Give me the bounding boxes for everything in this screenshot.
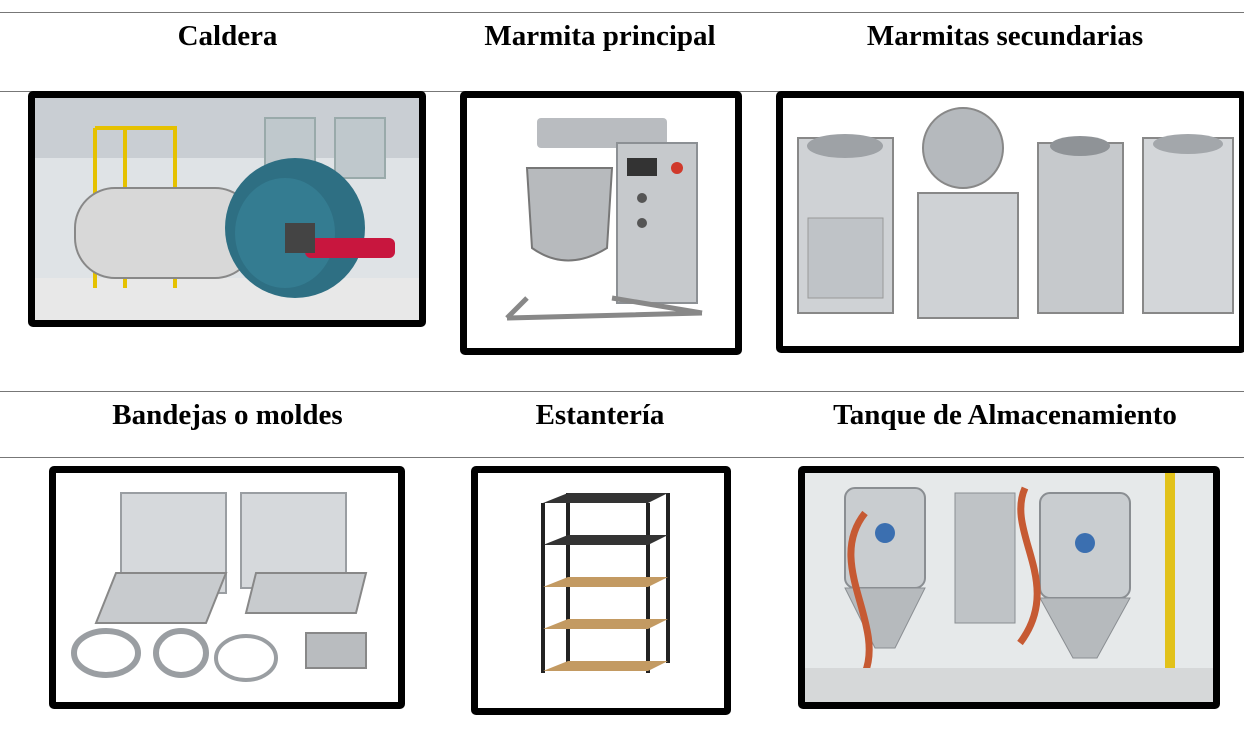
header-estanteria: Estantería xyxy=(535,399,665,431)
boiler-photo xyxy=(28,91,426,327)
table-row2-header-rule xyxy=(0,457,1244,458)
table-row-separator xyxy=(0,391,1244,392)
header-marmitas-secundarias: Marmitas secundarias xyxy=(866,20,1144,52)
header-caldera: Caldera xyxy=(177,20,278,52)
header-tanque-de-almacenamiento: Tanque de Almacenamiento xyxy=(833,399,1177,431)
header-marmita-principal: Marmita principal xyxy=(484,20,716,52)
shelving-photo xyxy=(471,466,731,715)
table-top-rule xyxy=(0,12,1244,13)
secondary-kettles-photo xyxy=(776,91,1244,353)
main-kettle-photo xyxy=(460,91,742,355)
header-bandejas-o-moldes: Bandejas o moldes xyxy=(112,399,343,431)
trays-molds-photo xyxy=(49,466,405,709)
storage-tank-photo xyxy=(798,466,1220,709)
